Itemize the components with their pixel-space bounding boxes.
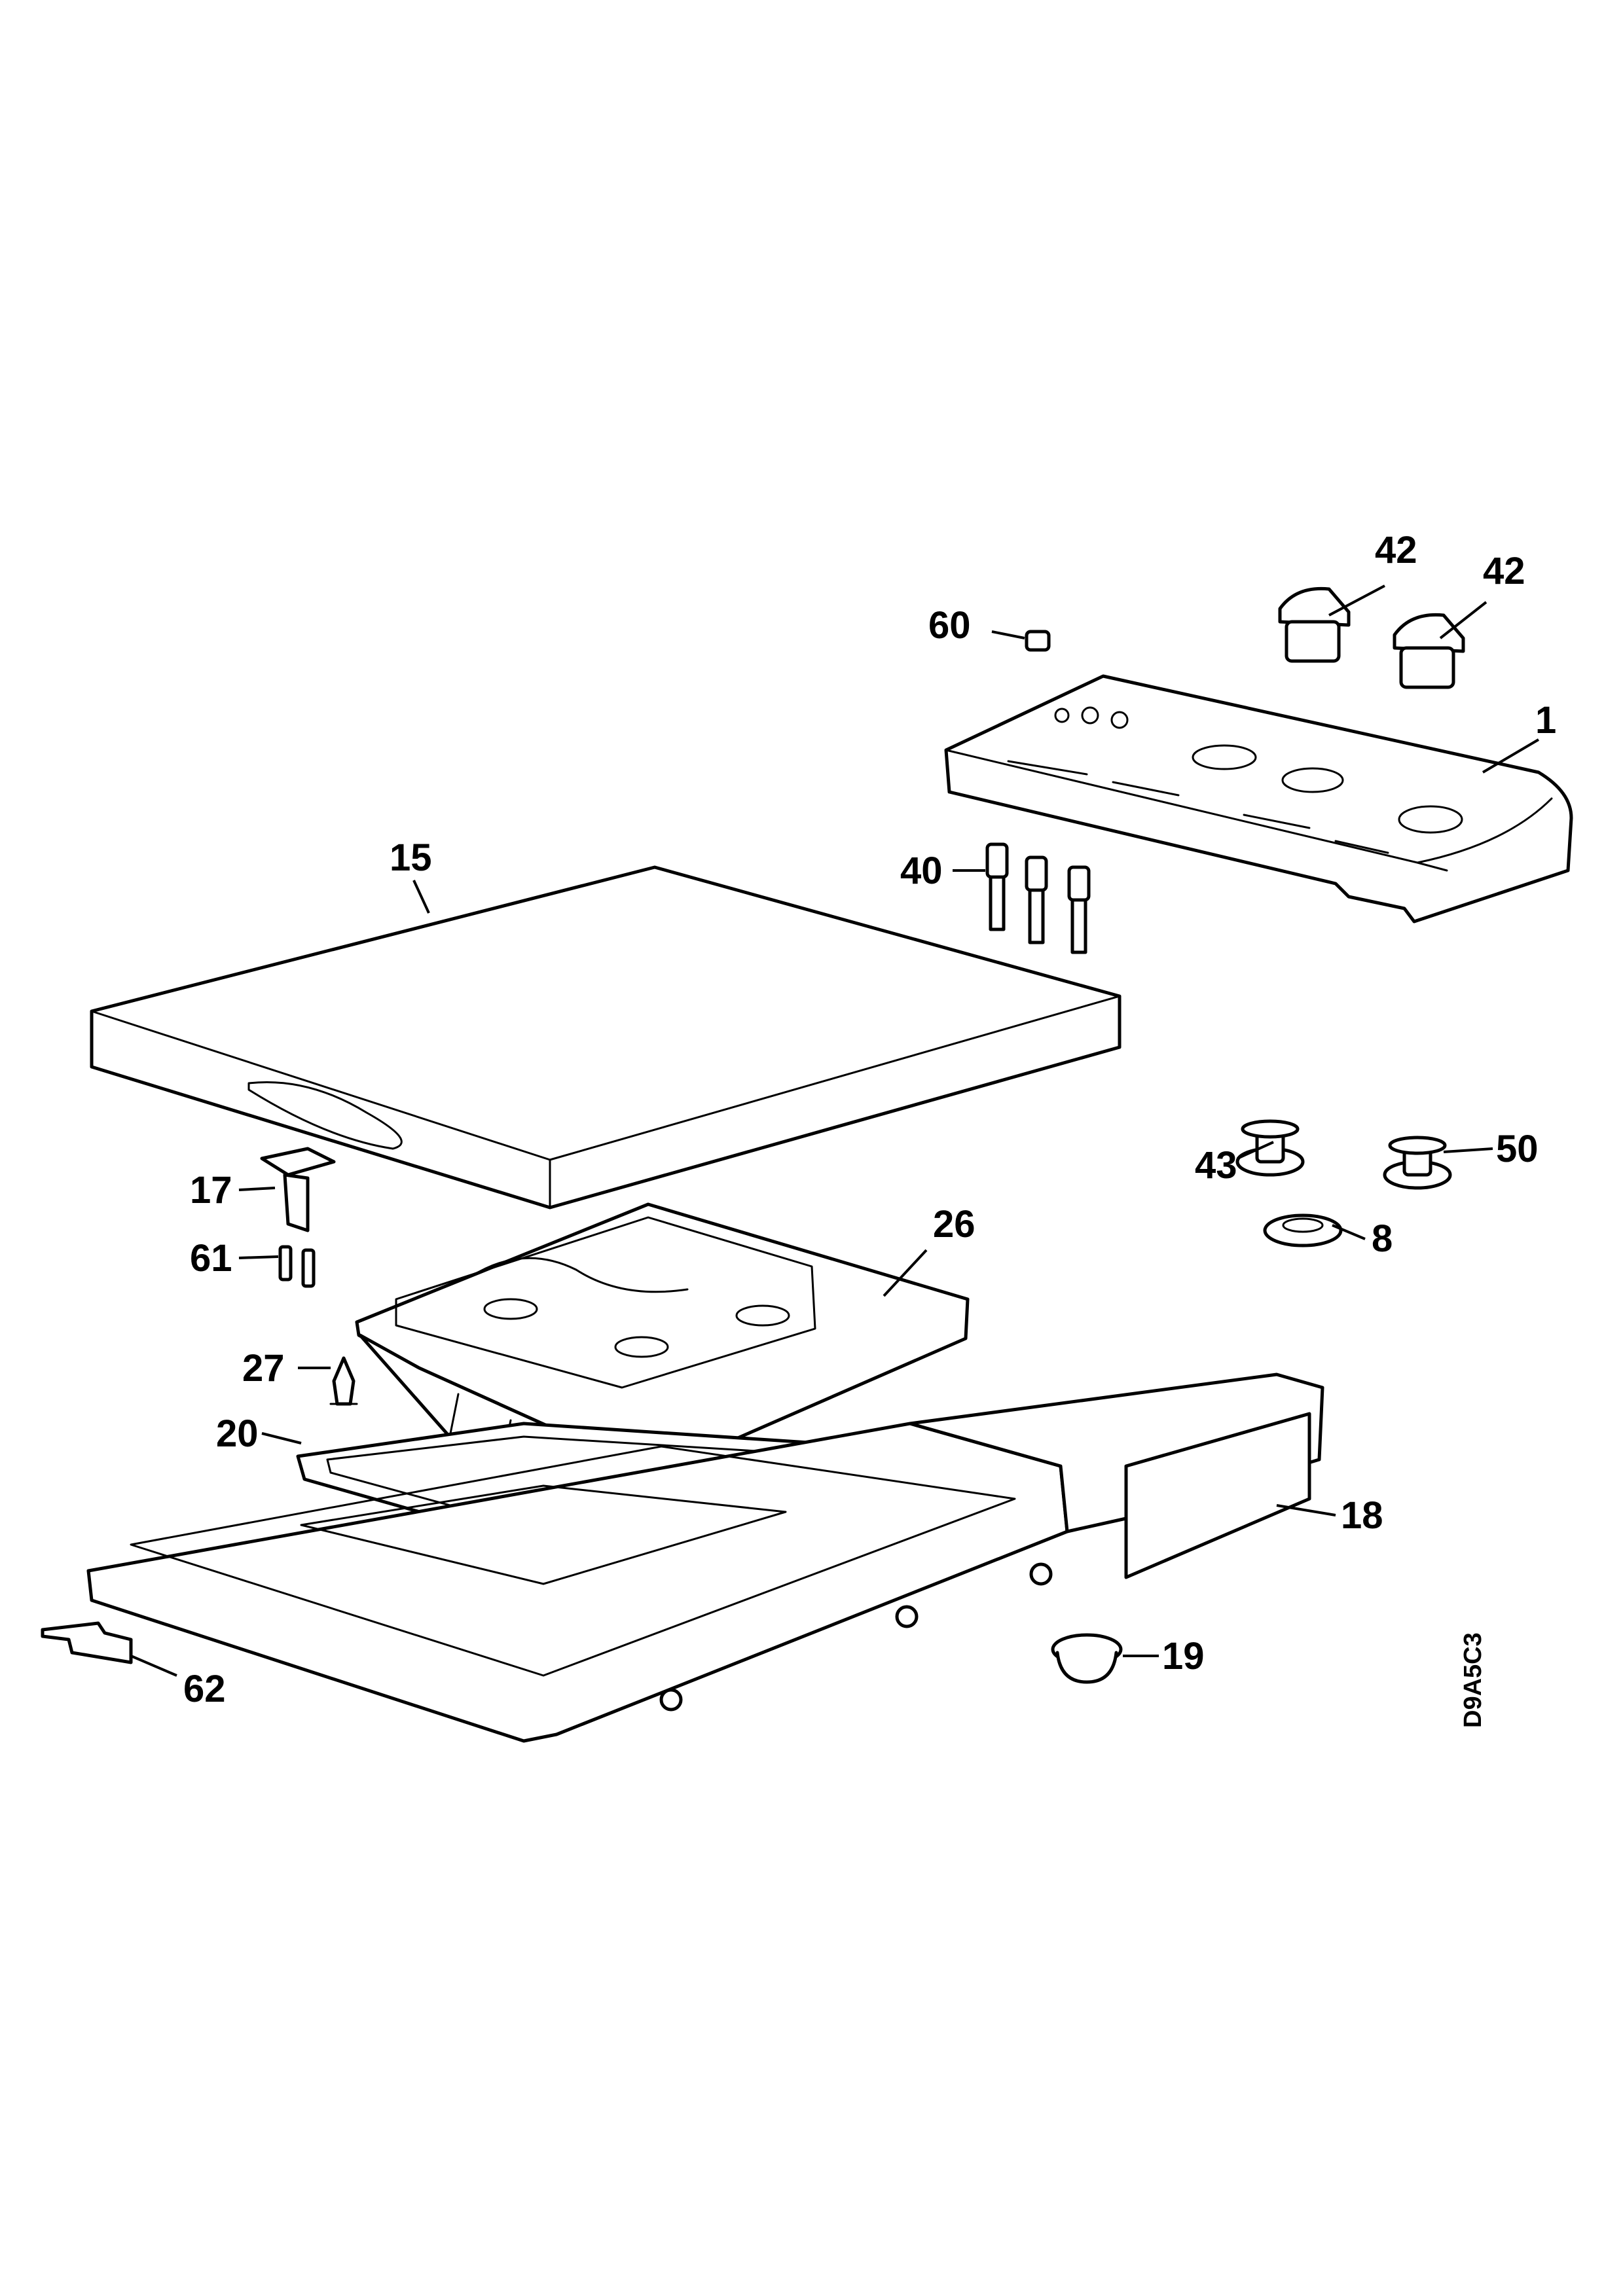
part-hinge-bracket [260, 1147, 336, 1232]
callout-42: 42 [1375, 529, 1417, 571]
part-clip [329, 1356, 358, 1406]
callout-50: 50 [1496, 1128, 1539, 1170]
callout-42: 42 [1483, 550, 1525, 592]
part-top-frame [86, 1372, 1324, 1743]
part-knob [1393, 613, 1465, 689]
diagram-code: D9A5C3 [1459, 1632, 1487, 1728]
part-knob [1278, 586, 1351, 663]
leader-lines [130, 584, 1540, 1677]
part-lid [90, 865, 1122, 1210]
callout-8: 8 [1372, 1217, 1393, 1260]
part-plate [41, 1621, 133, 1664]
callout-26: 26 [933, 1203, 976, 1246]
callout-62: 62 [183, 1668, 226, 1710]
part-ring [1263, 1213, 1343, 1247]
part-valve [1383, 1136, 1452, 1190]
callout-15: 15 [390, 836, 432, 879]
part-grommet [1051, 1633, 1123, 1684]
callout-27: 27 [242, 1347, 285, 1390]
callout-43: 43 [1195, 1144, 1237, 1187]
part-valve [1235, 1119, 1305, 1177]
callout-60: 60 [928, 604, 971, 647]
part-push-buttons [985, 842, 1091, 954]
part-control-panel [944, 674, 1573, 924]
callout-labels: 42 42 60 1 15 40 43 50 8 17 61 26 27 20 … [183, 529, 1556, 1710]
callout-17: 17 [190, 1169, 232, 1211]
callout-1: 1 [1535, 699, 1556, 742]
callout-20: 20 [216, 1412, 259, 1455]
part-screws [278, 1245, 316, 1288]
callout-40: 40 [900, 850, 943, 892]
part-cap [1025, 630, 1051, 652]
callout-19: 19 [1162, 1635, 1205, 1677]
callout-61: 61 [190, 1237, 232, 1280]
callout-18: 18 [1341, 1494, 1383, 1537]
